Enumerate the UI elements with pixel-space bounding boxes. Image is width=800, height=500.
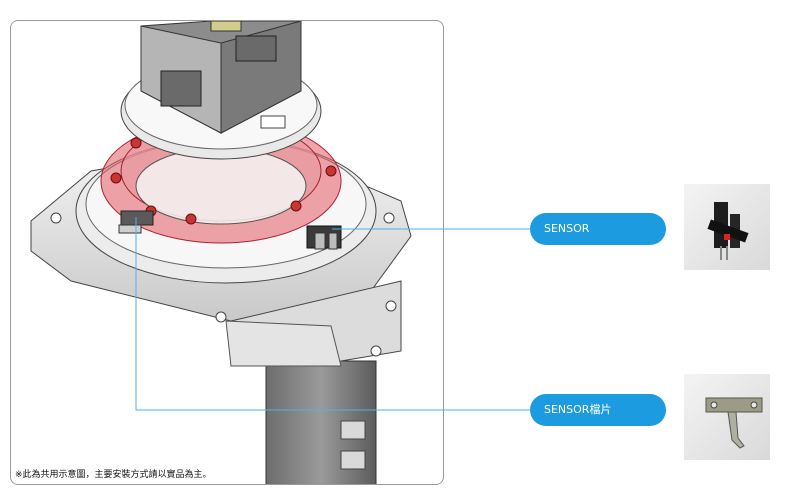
footnote-disclaimer: ※此為共用示意圖，主要安裝方式請以實品為主。: [15, 470, 212, 480]
sensor-part: [306, 225, 342, 250]
assembly-diagram-panel: ※此為共用示意圖，主要安裝方式請以實品為主。: [10, 20, 444, 485]
sensor-shutter-plate-icon: [705, 397, 763, 449]
sensor-callout-label: SENSOR: [530, 213, 666, 245]
gearbox-block: [140, 21, 302, 134]
sensor-photo: [684, 184, 770, 270]
motor-body: [265, 360, 377, 484]
sensor-plate-callout-label: SENSOR檔片: [530, 394, 666, 426]
rotary-table-illustration: [30, 21, 412, 484]
sensor-plate-photo: [684, 374, 770, 460]
photo-interrupter-sensor-icon: [707, 202, 749, 260]
